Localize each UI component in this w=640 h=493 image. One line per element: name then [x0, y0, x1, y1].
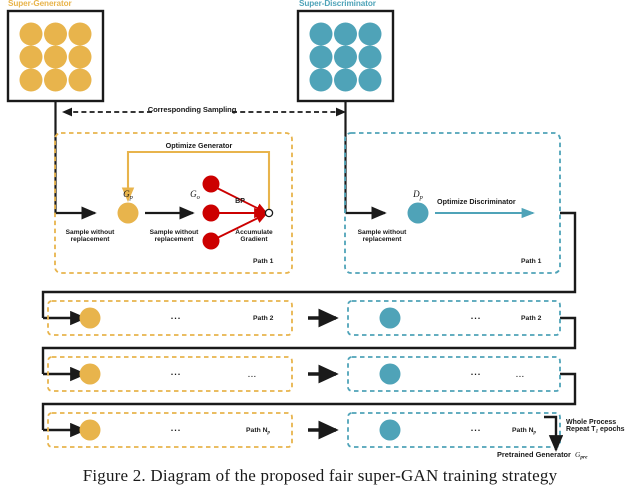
backprop-group	[202, 175, 274, 250]
super-generator-cells	[19, 22, 92, 92]
path-ellipsis-discriminator-node	[379, 363, 401, 385]
ellipsis-icon: ...	[470, 367, 482, 377]
path-np-generator-box	[47, 412, 293, 448]
gradient-node	[202, 204, 220, 222]
wrap-connector-2	[41, 316, 577, 374]
sample-without-replacement-2: Sample without replacement	[149, 229, 199, 243]
gp-node	[117, 202, 139, 224]
path-ellipsis-generator-label: ...	[248, 372, 257, 379]
go-label: Go	[190, 189, 200, 201]
super-generator-title: Super-Generator	[8, 0, 72, 8]
whole-process-label: Whole Process Repeat T1 epochs	[566, 419, 625, 435]
path1-discriminator-box	[344, 132, 561, 274]
pretrained-generator-label: Pretrained Generator Gpre	[497, 450, 588, 461]
path2-discriminator-label: Path 2	[521, 315, 542, 322]
path-np-generator-node	[79, 419, 101, 441]
super-discriminator-box	[296, 9, 395, 103]
path-ellipsis-generator-node	[79, 363, 101, 385]
super-generator-box	[6, 9, 105, 103]
ellipsis-icon: ...	[170, 311, 182, 321]
path-np-discriminator-box	[347, 412, 561, 448]
path2-discriminator-box	[347, 300, 561, 336]
optimize-generator-label: Optimize Generator	[165, 141, 233, 150]
path2-generator-label: Path 2	[253, 315, 274, 322]
gradient-node	[202, 175, 220, 193]
gradient-node	[202, 232, 220, 250]
super-discriminator-cells	[309, 22, 382, 92]
sample-without-replacement-3: Sample without replacement	[357, 229, 407, 243]
path1-generator-box	[54, 132, 293, 274]
super-discriminator-title: Super-Discriminator	[299, 0, 376, 8]
optimize-generator-loop	[121, 150, 271, 213]
accumulate-gradient-node	[264, 208, 274, 218]
path-np-discriminator-label: Path Np	[512, 427, 536, 436]
gp-label: Gp	[123, 189, 133, 201]
dp-node	[407, 202, 429, 224]
ellipsis-icon: ...	[470, 311, 482, 321]
path-np-generator-label: Path Np	[246, 427, 270, 436]
ellipsis-icon: ...	[170, 367, 182, 377]
path2-generator-box	[47, 300, 293, 336]
path1-discriminator-label: Path 1	[521, 258, 542, 265]
sample-without-replacement-1: Sample without replacement	[65, 229, 115, 243]
path-ellipsis-generator-box	[47, 356, 293, 392]
ellipsis-icon: ...	[170, 423, 182, 433]
corresponding-sampling-label: Corresponding Sampling	[147, 105, 237, 114]
figure-caption: Figure 2. Diagram of the proposed fair s…	[82, 466, 558, 485]
path-np-discriminator-node	[379, 419, 401, 441]
path-ellipsis-discriminator-label: ...	[516, 372, 525, 379]
dp-label: Dp	[413, 189, 423, 201]
accumulate-gradient-label: Accumulate Gradient	[235, 229, 273, 243]
final-output-arrow	[544, 415, 564, 452]
path2-discriminator-node	[379, 307, 401, 329]
ellipsis-icon: ...	[470, 423, 482, 433]
path2-generator-node	[79, 307, 101, 329]
optimize-discriminator-label: Optimize Discriminator	[437, 197, 516, 206]
bp-label: BP	[235, 198, 245, 205]
path-ellipsis-discriminator-box	[347, 356, 561, 392]
repeat-epochs-label: Repeat T1 epochs	[566, 426, 625, 435]
wrap-connector-1	[41, 211, 577, 318]
path1-generator-label: Path 1	[253, 258, 274, 265]
wrap-connector-3	[41, 372, 577, 430]
